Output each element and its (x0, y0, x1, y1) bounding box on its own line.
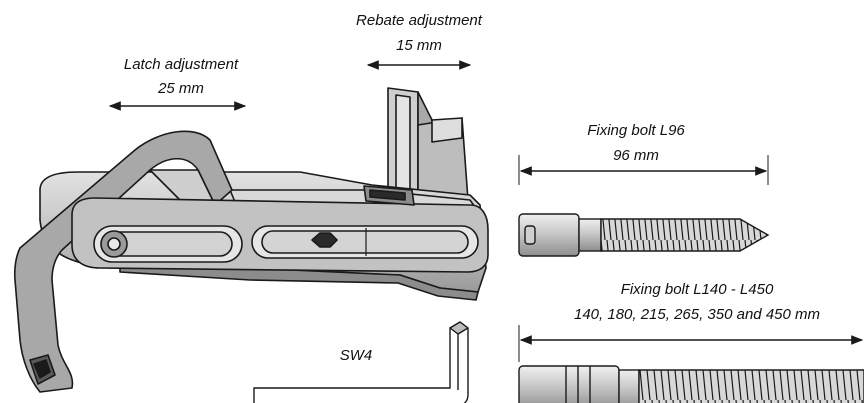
fixing-bolt-long (518, 365, 864, 403)
bolt-short-title: Fixing bolt L96 (587, 122, 685, 139)
bolt-short-value: 96 mm (613, 147, 659, 164)
bolt-long-value: 140, 180, 215, 265, 350 and 450 mm (574, 306, 820, 323)
bolt-long-title: Fixing bolt L140 - L450 (621, 281, 774, 298)
rebate-screw (311, 232, 338, 248)
latch-title: Latch adjustment (124, 56, 239, 73)
bolt-long-thread (638, 369, 864, 403)
hinge-assembly (13, 87, 489, 393)
bolt-short-thread (600, 218, 770, 252)
bolt-long-head (518, 365, 620, 403)
hex-key (253, 321, 469, 403)
fixing-bolt-short (518, 213, 770, 257)
latch-value: 25 mm (157, 80, 204, 97)
rebate-value: 15 mm (396, 37, 442, 54)
hex-key-label: SW4 (340, 347, 373, 364)
rebate-title: Rebate adjustment (356, 12, 483, 29)
